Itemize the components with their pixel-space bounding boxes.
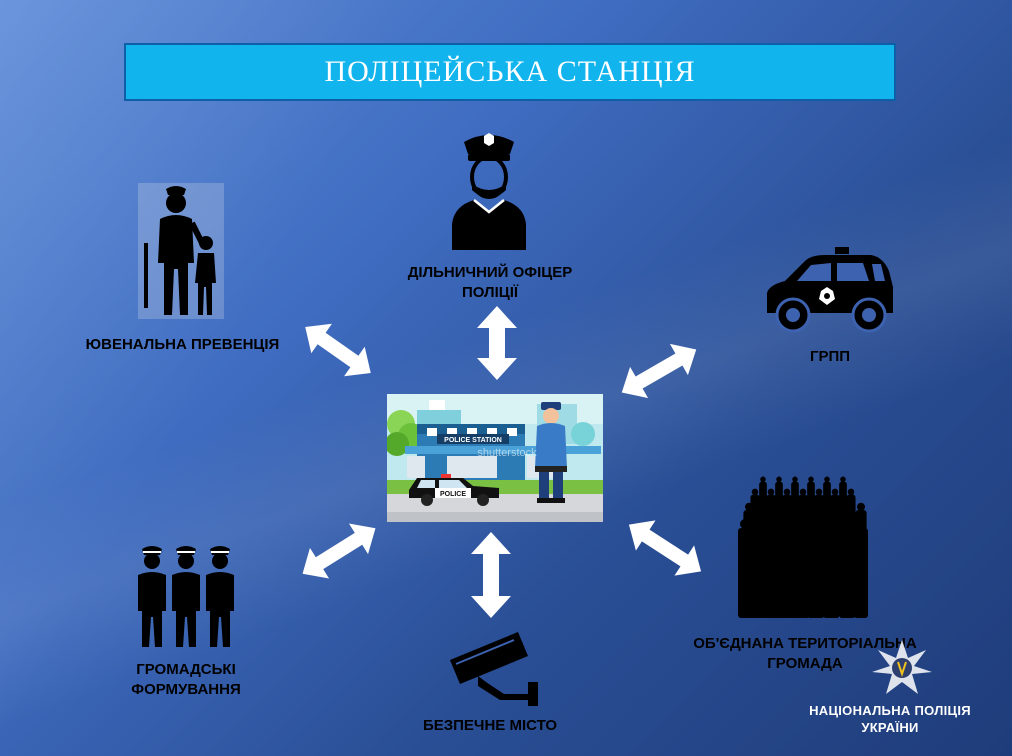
arrow-safe-city: [471, 532, 511, 618]
arrow-territorial: [628, 520, 702, 576]
footer-organization: НАЦІОНАЛЬНА ПОЛІЦІЯ УКРАЇНИ: [809, 703, 971, 735]
cctv-camera-icon: [450, 632, 538, 706]
crowd-person: [839, 519, 854, 618]
community-patrol-icon: [138, 546, 234, 647]
station-sign: POLICE STATION: [444, 437, 502, 444]
police-officer-icon: [452, 133, 526, 250]
police-station-illustration: POLICE STATION POLICE shutterstock: [387, 394, 603, 522]
national-police-badge-icon: [872, 640, 932, 694]
crowd-person: [854, 519, 868, 618]
watermark-text: shutterstock: [477, 447, 537, 459]
police-station-scene: POLICE STATION POLICE shutterstock: [387, 394, 603, 522]
arrow-grpp: [621, 343, 697, 399]
arrow-juvenile: [305, 323, 371, 377]
crowd-person: [796, 519, 810, 618]
grpp-label: ГРПП: [809, 348, 851, 365]
crowd-person: [767, 519, 781, 618]
arrow-community: [302, 523, 376, 579]
safe-city-label: БЕЗПЕЧНЕ МІСТО: [422, 717, 558, 734]
adult-with-child-icon: [138, 183, 224, 319]
crowd-person: [781, 519, 796, 618]
officer-label: ДІЛЬНИЧНИЙ ОФІЦЕР ПОЛІЦІЇ: [407, 264, 573, 301]
arrow-officer: [477, 306, 517, 380]
title-banner: ПОЛІЦЕЙСЬКА СТАНЦІЯ: [124, 43, 896, 101]
crowd-person: [738, 519, 752, 618]
page-title: ПОЛІЦЕЙСЬКА СТАНЦІЯ: [324, 55, 696, 88]
crowd-person: [752, 519, 767, 618]
police-car-icon: [767, 247, 893, 333]
crowd-person: [825, 519, 839, 618]
territorial-label: ОБ'ЄДНАНА ТЕРИТОРІАЛЬНА ГРОМАДА: [693, 635, 917, 672]
crowd-icon: [738, 476, 868, 618]
crowd-person: [810, 519, 825, 618]
car-text: POLICE: [440, 491, 466, 498]
juvenile-label: ЮВЕНАЛЬНА ПРЕВЕНЦІЯ: [85, 336, 280, 353]
community-label: ГРОМАДСЬКІ ФОРМУВАННЯ: [131, 661, 241, 698]
